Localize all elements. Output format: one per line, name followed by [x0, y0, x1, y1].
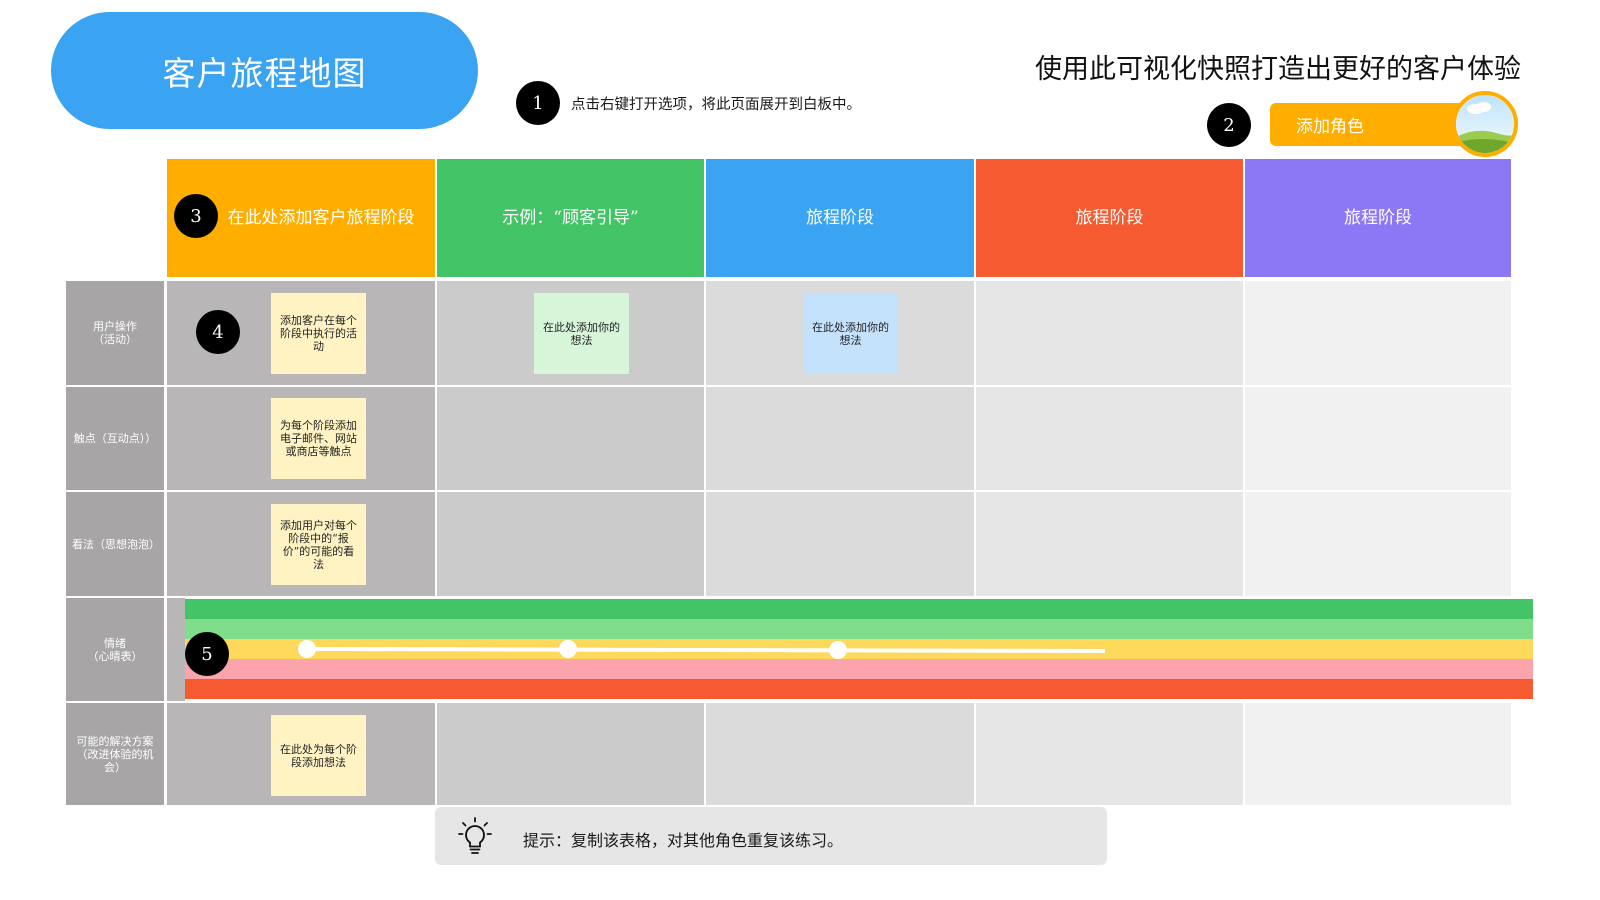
headline: 使用此可视化快照打造出更好的客户体验 — [1035, 54, 1521, 85]
stage-header-5[interactable]: 旅程阶段 — [1245, 159, 1511, 277]
emotion-band-positive — [185, 619, 1533, 639]
cell-solutions-3[interactable] — [706, 703, 974, 805]
sticky-note-actions-3[interactable]: 在此处添加你的想法 — [803, 293, 898, 374]
cell-thoughts-4[interactable] — [976, 492, 1243, 596]
stage-header-1-label: 在此处添加客户旅程阶段 — [227, 208, 415, 228]
page-title-text: 客户旅程地图 — [162, 53, 367, 93]
sticky-note-solutions-1[interactable]: 在此处为每个阶段添加想法 — [271, 715, 366, 796]
sticky-note-actions-1[interactable]: 添加客户在每个阶段中执行的活动 — [271, 293, 366, 374]
stage-header-4[interactable]: 旅程阶段 — [976, 159, 1243, 277]
stage-header-3[interactable]: 旅程阶段 — [706, 159, 974, 277]
row-label-thoughts: 看法（思想泡泡） — [66, 492, 164, 596]
sticky-note-thoughts-1[interactable]: 添加用户对每个阶段中的“报价”的可能的看法 — [271, 504, 366, 585]
landscape-icon — [1456, 95, 1514, 153]
row-label-actions: 用户操作 （活动） — [66, 281, 164, 385]
instruction-text: 点击右键打开选项，将此页面展开到白板中。 — [571, 97, 861, 113]
stage-header-2[interactable]: 示例：“顾客引导” — [437, 159, 704, 277]
tip-box — [435, 807, 1107, 865]
lightbulb-icon — [458, 817, 492, 854]
row-label-touchpoints: 触点（互动点）） — [66, 387, 164, 490]
cell-actions-4[interactable] — [976, 281, 1243, 385]
cell-solutions-5[interactable] — [1245, 703, 1511, 805]
add-role-label: 添加角色 — [1296, 117, 1364, 137]
cell-thoughts-3[interactable] — [706, 492, 974, 596]
cell-touchpoints-2[interactable] — [437, 387, 704, 490]
step-badge-4: 4 — [196, 310, 240, 354]
persona-avatar[interactable] — [1452, 91, 1518, 157]
cell-solutions-4[interactable] — [976, 703, 1243, 805]
emotion-band-neutral — [185, 639, 1533, 659]
step-badge-2: 2 — [1207, 103, 1251, 147]
step-badge-3: 3 — [174, 194, 218, 238]
sticky-note-actions-2[interactable]: 在此处添加你的想法 — [534, 293, 629, 374]
page-title: 客户旅程地图 — [51, 12, 478, 129]
cell-touchpoints-4[interactable] — [976, 387, 1243, 490]
sticky-note-touchpoints-1[interactable]: 为每个阶段添加电子邮件、网站或商店等触点 — [271, 398, 366, 479]
cell-thoughts-2[interactable] — [437, 492, 704, 596]
step-badge-5: 5 — [185, 632, 229, 676]
stage-header-2-label: 示例：“顾客引导” — [502, 208, 639, 228]
row-label-emotions: 情绪 （心晴表） — [66, 598, 164, 701]
emotion-band-very-negative — [185, 679, 1533, 699]
emotion-band-negative — [185, 659, 1533, 679]
tip-text: 提示：复制该表格，对其他角色重复该练习。 — [523, 831, 844, 850]
step-badge-1: 1 — [516, 81, 560, 125]
stage-header-3-label: 旅程阶段 — [806, 208, 874, 228]
cell-emotions-edge — [167, 598, 185, 701]
cell-actions-5[interactable] — [1245, 281, 1511, 385]
stage-header-4-label: 旅程阶段 — [1075, 208, 1144, 228]
emotion-band-very-positive — [185, 599, 1533, 619]
cell-touchpoints-5[interactable] — [1245, 387, 1511, 490]
stage-header-5-label: 旅程阶段 — [1344, 208, 1412, 228]
cell-touchpoints-3[interactable] — [706, 387, 974, 490]
cell-thoughts-5[interactable] — [1245, 492, 1511, 596]
cell-solutions-2[interactable] — [437, 703, 704, 805]
row-label-solutions: 可能的解决方案（改进体验的机会） — [66, 703, 164, 805]
